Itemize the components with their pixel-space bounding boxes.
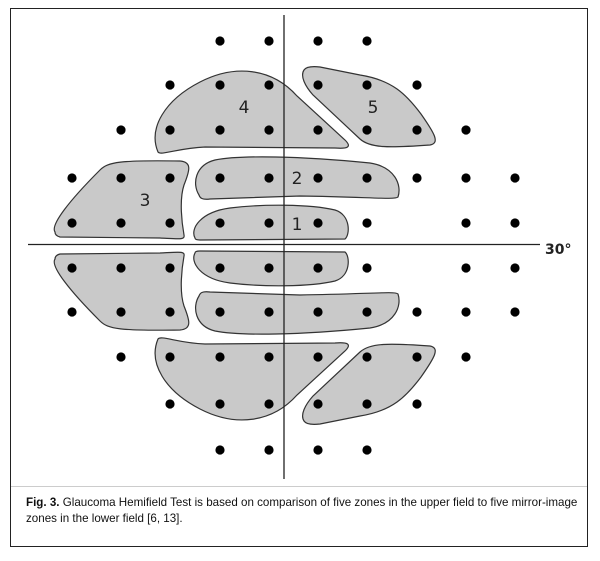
test-point <box>510 173 520 183</box>
test-point <box>362 80 372 90</box>
test-point <box>116 173 126 183</box>
test-point <box>313 80 323 90</box>
test-point <box>116 125 126 135</box>
test-point <box>67 218 77 228</box>
test-point <box>165 399 175 409</box>
test-point <box>215 352 225 362</box>
zone-label-2: 2 <box>292 169 303 189</box>
zone-label-4: 4 <box>239 98 250 118</box>
test-point <box>461 352 471 362</box>
test-point <box>510 307 520 317</box>
test-point <box>264 263 274 273</box>
test-point <box>116 307 126 317</box>
test-point <box>362 218 372 228</box>
figure-caption: Fig. 3. Glaucoma Hemifield Test is based… <box>26 495 581 527</box>
test-point <box>215 399 225 409</box>
test-point <box>264 352 274 362</box>
test-point <box>461 173 471 183</box>
test-point <box>362 36 372 46</box>
test-point <box>264 445 274 455</box>
test-point <box>264 399 274 409</box>
test-point <box>215 218 225 228</box>
test-point <box>313 352 323 362</box>
test-point <box>116 352 126 362</box>
zone-label-1: 1 <box>292 215 303 235</box>
test-point <box>362 399 372 409</box>
test-point <box>461 125 471 135</box>
test-point <box>67 307 77 317</box>
test-point <box>116 218 126 228</box>
test-points <box>67 36 520 455</box>
test-point <box>165 173 175 183</box>
test-point <box>313 263 323 273</box>
test-point <box>362 173 372 183</box>
test-point <box>215 80 225 90</box>
eccentricity-label: 30° <box>545 242 571 258</box>
test-point <box>264 173 274 183</box>
hemifield-diagram: 4 5 2 3 1 30° <box>28 15 571 479</box>
test-point <box>461 307 471 317</box>
test-point <box>313 125 323 135</box>
upper-zones <box>53 66 436 241</box>
test-point <box>412 125 422 135</box>
test-point <box>510 218 520 228</box>
zone-5-lower <box>301 343 436 425</box>
test-point <box>215 263 225 273</box>
caption-text: Glaucoma Hemifield Test is based on comp… <box>26 496 578 525</box>
test-point <box>215 307 225 317</box>
test-point <box>461 218 471 228</box>
zone-3-upper <box>53 160 190 240</box>
test-point <box>313 399 323 409</box>
test-point <box>362 352 372 362</box>
test-point <box>412 80 422 90</box>
test-point <box>264 218 274 228</box>
test-point <box>264 125 274 135</box>
test-point <box>165 125 175 135</box>
test-point <box>412 307 422 317</box>
test-point <box>165 263 175 273</box>
test-point <box>362 125 372 135</box>
zone-2-upper <box>195 156 400 200</box>
test-point <box>165 80 175 90</box>
test-point <box>313 173 323 183</box>
test-point <box>510 263 520 273</box>
test-point <box>215 173 225 183</box>
test-point <box>215 125 225 135</box>
zone-4-lower <box>154 337 349 421</box>
zone-3-lower <box>53 251 190 331</box>
test-point <box>313 445 323 455</box>
lower-zones <box>53 250 436 425</box>
zone-label-3: 3 <box>140 191 151 211</box>
test-point <box>362 307 372 317</box>
test-point <box>215 36 225 46</box>
test-point <box>165 307 175 317</box>
test-point <box>412 399 422 409</box>
zone-4-upper <box>154 70 349 154</box>
figure-frame <box>10 8 588 547</box>
test-point <box>67 173 77 183</box>
test-point <box>116 263 126 273</box>
zone-2-lower <box>195 291 400 335</box>
test-point <box>412 352 422 362</box>
caption-divider <box>11 486 587 487</box>
test-point <box>362 263 372 273</box>
test-point <box>313 36 323 46</box>
test-point <box>264 36 274 46</box>
test-point <box>215 445 225 455</box>
test-point <box>461 263 471 273</box>
zone-label-5: 5 <box>368 98 379 118</box>
test-point <box>67 263 77 273</box>
test-point <box>412 173 422 183</box>
test-point <box>264 307 274 317</box>
test-point <box>165 218 175 228</box>
zone-5-upper <box>301 66 436 148</box>
test-point <box>165 352 175 362</box>
caption-label: Fig. 3. <box>26 496 60 509</box>
test-point <box>264 80 274 90</box>
test-point <box>362 445 372 455</box>
test-point <box>313 218 323 228</box>
test-point <box>313 307 323 317</box>
